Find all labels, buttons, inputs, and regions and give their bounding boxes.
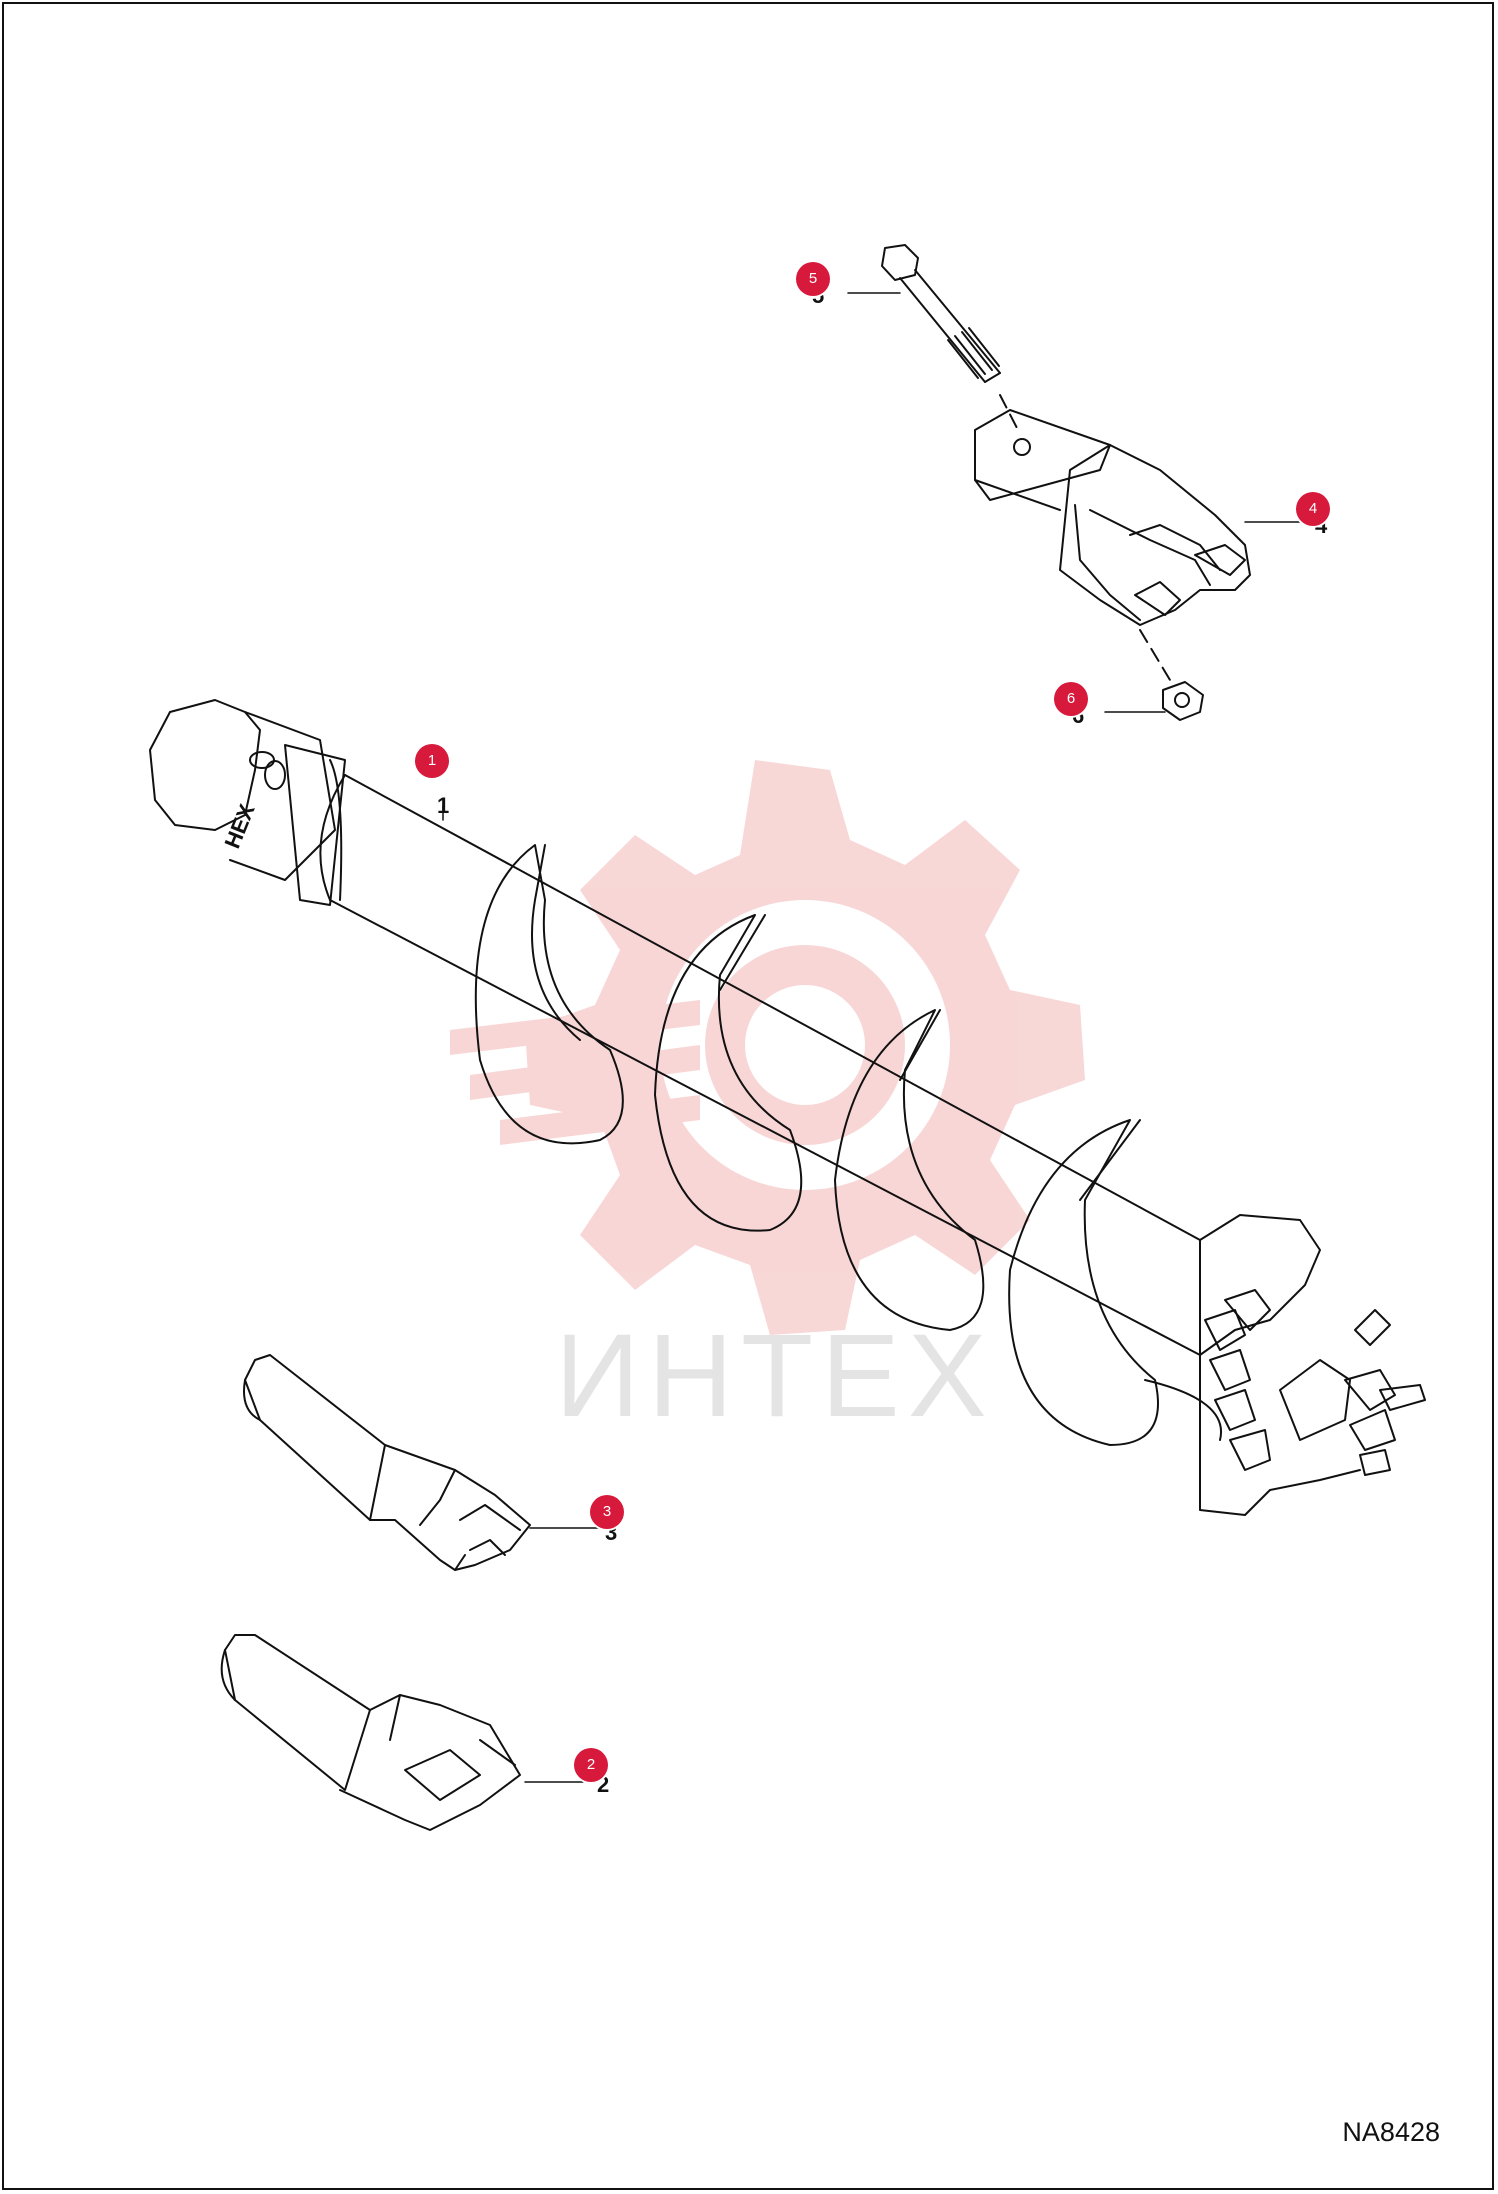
part-number-1: 1 (437, 793, 450, 818)
auger-tooth-pointed (243, 1354, 531, 1571)
callout-3[interactable]: 3 (590, 1495, 624, 1529)
callout-6[interactable]: 6 (1054, 682, 1088, 716)
shaft-hex-marking: HEX (219, 800, 259, 852)
callout-2[interactable]: 2 (574, 1748, 608, 1782)
callout-1[interactable]: 1 (415, 744, 449, 778)
auger-flighting (474, 844, 1223, 1446)
bolt-centerline (999, 394, 1019, 431)
callout-4[interactable]: 4 (1296, 492, 1330, 526)
pilot-bit-holder (974, 409, 1251, 626)
auger-tooth-flat (220, 1634, 521, 1831)
watermark-text: ИНТЕХ (555, 1310, 995, 1442)
callout-5[interactable]: 5 (796, 262, 830, 296)
hex-nut (1162, 681, 1204, 721)
auger-tube (319, 774, 1201, 1356)
nut-centerline (1139, 629, 1171, 681)
hex-bolt (881, 244, 1001, 383)
auger-hex-drive-head (149, 699, 346, 906)
auger-cutter-head (1199, 1214, 1426, 1516)
drawing-code: NA8428 (1342, 2117, 1440, 2147)
